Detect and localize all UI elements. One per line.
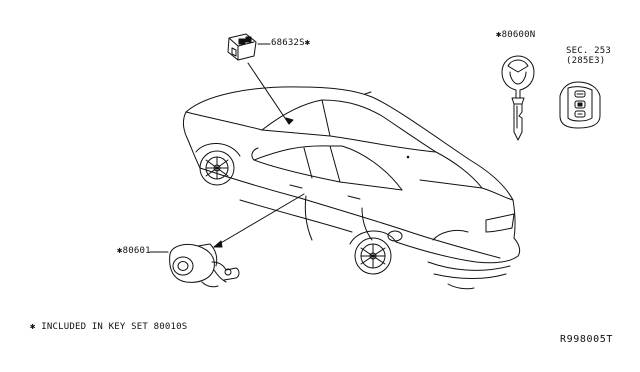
part-label-80600n: ✱80600N <box>496 30 535 40</box>
switch-68632s <box>227 33 257 61</box>
part-label-80601: ✱80601 <box>117 246 151 256</box>
car-illustration <box>183 86 521 290</box>
key-fob <box>559 81 601 129</box>
star-mark: ✱ <box>117 246 123 256</box>
star-mark: ✱ <box>30 322 36 332</box>
part-number: 68632S <box>271 38 305 48</box>
footnote: ✱ INCLUDED IN KEY SET 80010S <box>30 322 187 332</box>
part-number: 80601 <box>122 246 151 256</box>
section-ref: SEC. 253 <box>566 46 611 56</box>
key-80600n <box>501 55 535 141</box>
footnote-text: INCLUDED IN KEY SET 80010S <box>41 322 188 332</box>
diagram-id: R998005T <box>560 334 613 345</box>
part-label-68632s: 68632S✱ <box>271 38 310 48</box>
section-ref-sub: (285E3) <box>566 56 606 66</box>
star-mark: ✱ <box>496 30 502 40</box>
star-mark: ✱ <box>304 38 311 48</box>
part-number: 80600N <box>501 30 536 40</box>
ignition-unit-80601 <box>169 243 240 288</box>
